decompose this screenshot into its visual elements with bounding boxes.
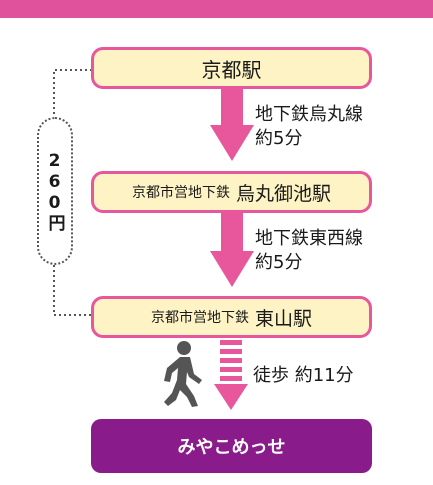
- station-name: 東山駅: [254, 307, 312, 330]
- destination-box: みやこめっせ: [91, 419, 372, 473]
- segment-1-info: 地下鉄烏丸線 約5分: [255, 103, 363, 151]
- station-higashiyama: 京都市営地下鉄 東山駅: [91, 296, 372, 338]
- segment-2-time: 約5分: [255, 252, 303, 273]
- segment-2-line: 地下鉄東西線: [255, 228, 363, 249]
- fare-bracket: [53, 69, 92, 316]
- transit-arrow-1: [210, 89, 254, 161]
- fare-label: 260円: [44, 150, 65, 232]
- walk-info: 徒歩 約11分: [253, 365, 354, 386]
- station-name: 京都駅: [201, 57, 262, 82]
- transit-arrow-2: [210, 213, 254, 287]
- segment-2-info: 地下鉄東西線 約5分: [255, 227, 363, 275]
- station-karasuma-oike: 京都市営地下鉄 烏丸御池駅: [91, 171, 372, 213]
- header-bar: [0, 0, 433, 18]
- walk-arrow: [214, 340, 248, 410]
- station-operator: 京都市営地下鉄: [150, 310, 249, 326]
- destination-name: みやこめっせ: [177, 437, 286, 458]
- fare-box: 260円: [37, 117, 73, 265]
- station-kyoto: 京都駅: [91, 47, 372, 89]
- walking-person-icon: [164, 341, 202, 407]
- station-name: 烏丸御池駅: [235, 182, 331, 205]
- station-operator: 京都市営地下鉄: [131, 185, 230, 201]
- segment-1-time: 約5分: [255, 128, 303, 149]
- segment-1-line: 地下鉄烏丸線: [255, 104, 363, 125]
